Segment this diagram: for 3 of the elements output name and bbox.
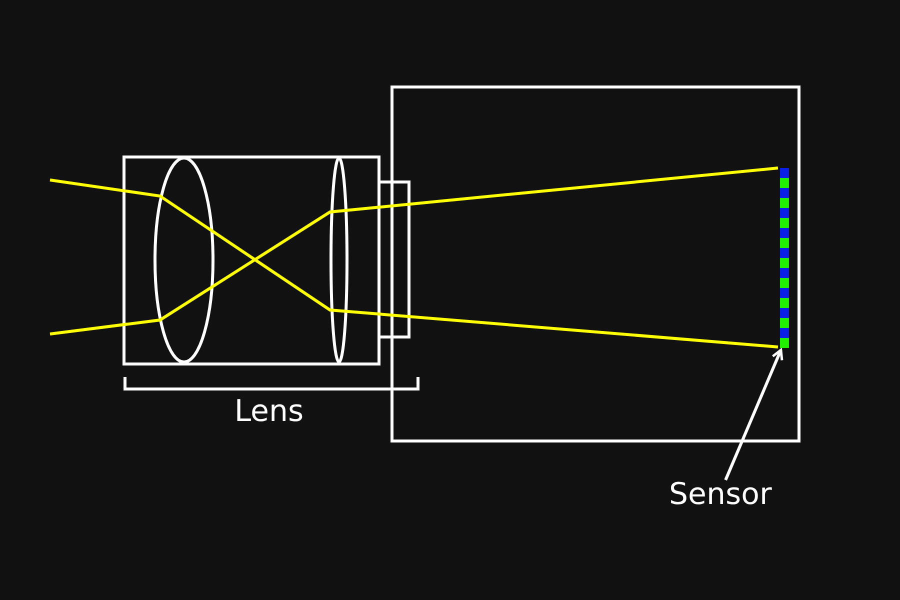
lens-label: Lens bbox=[234, 394, 304, 430]
leader-arrow bbox=[724, 348, 784, 481]
sensor-label: Sensor bbox=[669, 477, 772, 513]
